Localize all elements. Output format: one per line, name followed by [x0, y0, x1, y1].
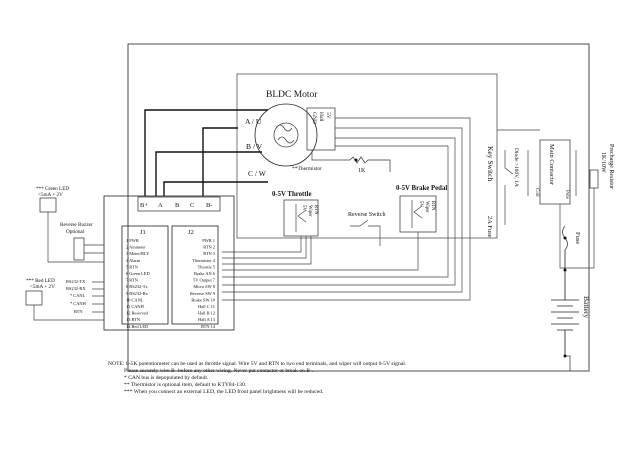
j2-label: J2 [188, 229, 194, 236]
j2-pin-3: RTN 3 [203, 251, 216, 256]
note-line: Please securely wire B- before any other… [124, 368, 314, 375]
canh-label: * CANH [70, 301, 87, 306]
j2-pin-13: Hall A 13 [198, 317, 216, 322]
j2-pin-6: Brake AN 6 [194, 271, 216, 276]
note-line: NOTE: 0-5K potentiometer can be used as … [108, 361, 407, 367]
rs232-rx-label: RS232-RX [66, 286, 86, 291]
phase-u-label: A / U [245, 117, 262, 126]
reverse-switch-label: Reverse Switch [348, 212, 386, 218]
thermistor-label: **Thermistor [292, 166, 322, 172]
j2-pin-2: RTN 2 [203, 245, 215, 250]
j1-pin-10: 10 CANL [126, 297, 144, 302]
j1-pin-13: 13 RTN [126, 317, 141, 322]
j2-pin-11: Hall C 11 [198, 304, 215, 309]
coil-label: Coil [534, 188, 539, 197]
j2-connector [171, 225, 219, 325]
j1-pin-7: 7 RTN [126, 278, 139, 283]
main-contactor-symbol [539, 139, 571, 205]
battery-symbol [551, 250, 579, 356]
note-line: *** When you connect an external LED, th… [124, 389, 324, 396]
notes-block: NOTE: 0-5K potentiometer can be used as … [108, 361, 608, 396]
terminal-b: B [175, 202, 180, 209]
j1-pin-6: 6 Green LED [126, 271, 150, 276]
brake-label: 0-5V Brake Pedal [396, 185, 447, 192]
precharge-rating: 1K/10W [600, 152, 606, 173]
note-line: * CAN bus is depopulated by default. [124, 375, 209, 382]
j1-pin-5: 5 RTN [126, 264, 139, 269]
j1-pin-4: 4 Alarm [126, 258, 141, 263]
j2-pin-10: Brake SW 10 [191, 297, 215, 302]
j1-connector [121, 225, 169, 325]
terminal-c: C [190, 202, 194, 209]
green-led-label: *** Green LED [36, 186, 69, 192]
buzzer-optional: Optional [66, 229, 85, 235]
key-switch-label: Key Switch [486, 146, 495, 181]
j2-pin-12: Hall B 12 [198, 311, 215, 316]
j1-pin-1: 1 PWR [126, 238, 139, 243]
j1-pin-12: 12 Reserved [126, 311, 149, 316]
hall-label: Hall [318, 112, 324, 122]
motor-title: BLDC Motor [266, 90, 318, 100]
green-led-symbol [39, 197, 57, 213]
key-fuse-label: 2A Fuse [486, 216, 493, 238]
j2-pin-9: Reverse SW 9 [190, 291, 216, 296]
terminal-b-plus: B+ [140, 202, 148, 209]
j1-pin-11: 11 CANH [126, 304, 145, 309]
red-led-symbol [25, 290, 43, 306]
rtn-label: RTN [74, 309, 83, 314]
j1-label: J1 [140, 229, 146, 236]
j1-pin-3: 3 Meter/RLY [126, 251, 150, 256]
throttle-label: 0-5V Throttle [272, 191, 311, 198]
resistor-label: 1K [358, 168, 366, 174]
hall-5v-label: 5V [325, 112, 331, 119]
controller-box [103, 195, 235, 331]
buzzer-label: Reverse Buzzer [60, 222, 93, 228]
battery-label: Battery [582, 296, 591, 318]
hall-sensor-box [306, 107, 336, 151]
precharge-resistor-symbol [589, 169, 599, 189]
brake-wiper: Wiper [424, 201, 429, 213]
red-led-spec: <5mA + 2V [30, 284, 55, 290]
red-led-label: *** Red LED [26, 278, 55, 284]
j2-pin-4: Thermistor 4 [192, 258, 216, 263]
j2-pin-1: PWR 1 [202, 238, 215, 243]
canl-label: * CANL [70, 293, 86, 298]
hall-gnd-label: GND [311, 112, 317, 124]
throttle-rtn: RTN [313, 205, 318, 215]
phase-w-label: C / W [248, 169, 267, 178]
rs232-tx-label: RS232-TX [66, 279, 86, 284]
inner-wiring-frame [236, 73, 498, 239]
brake-5v: 5V [418, 201, 423, 207]
pole-label: Pole [564, 190, 569, 200]
brake-rtn: RTN [430, 201, 435, 211]
main-contactor-label: Main Contactor [548, 144, 555, 186]
fuse-label: Fuse [574, 232, 581, 244]
precharge-label: Precharge Resistor [608, 144, 614, 189]
terminal-a: A [158, 202, 163, 209]
j2-pin-5: Throttle 5 [198, 264, 216, 269]
green-led-spec: <5mA + 2V [38, 192, 63, 198]
terminal-b-minus: B- [206, 202, 213, 209]
diode-label: Diode >100V, 1A [513, 148, 519, 187]
j2-pin-14: RTN 14 [201, 324, 216, 329]
reverse-buzzer-symbol [73, 237, 85, 261]
motor-symbol [254, 103, 318, 167]
note-line: ** Thermistor is optional item, default … [124, 382, 247, 389]
throttle-5v: 5V [301, 205, 306, 211]
j2-pin-8: Micro SW 8 [193, 284, 215, 289]
phase-v-label: B / V [246, 142, 263, 151]
j1-pin-14: 14 Red LED [126, 324, 148, 329]
j1-pin-2: 2 Ammeter [126, 245, 146, 250]
key-switch-symbol [504, 150, 514, 225]
outer-wiring-frame [127, 43, 590, 372]
j1-pin-9: 9 RS232-Rx [126, 291, 149, 296]
j1-pin-8: 8 RS232-Tx [126, 284, 148, 289]
j2-pin-7: 5V Output 7 [193, 278, 216, 283]
throttle-wiper: Wiper [307, 205, 312, 217]
